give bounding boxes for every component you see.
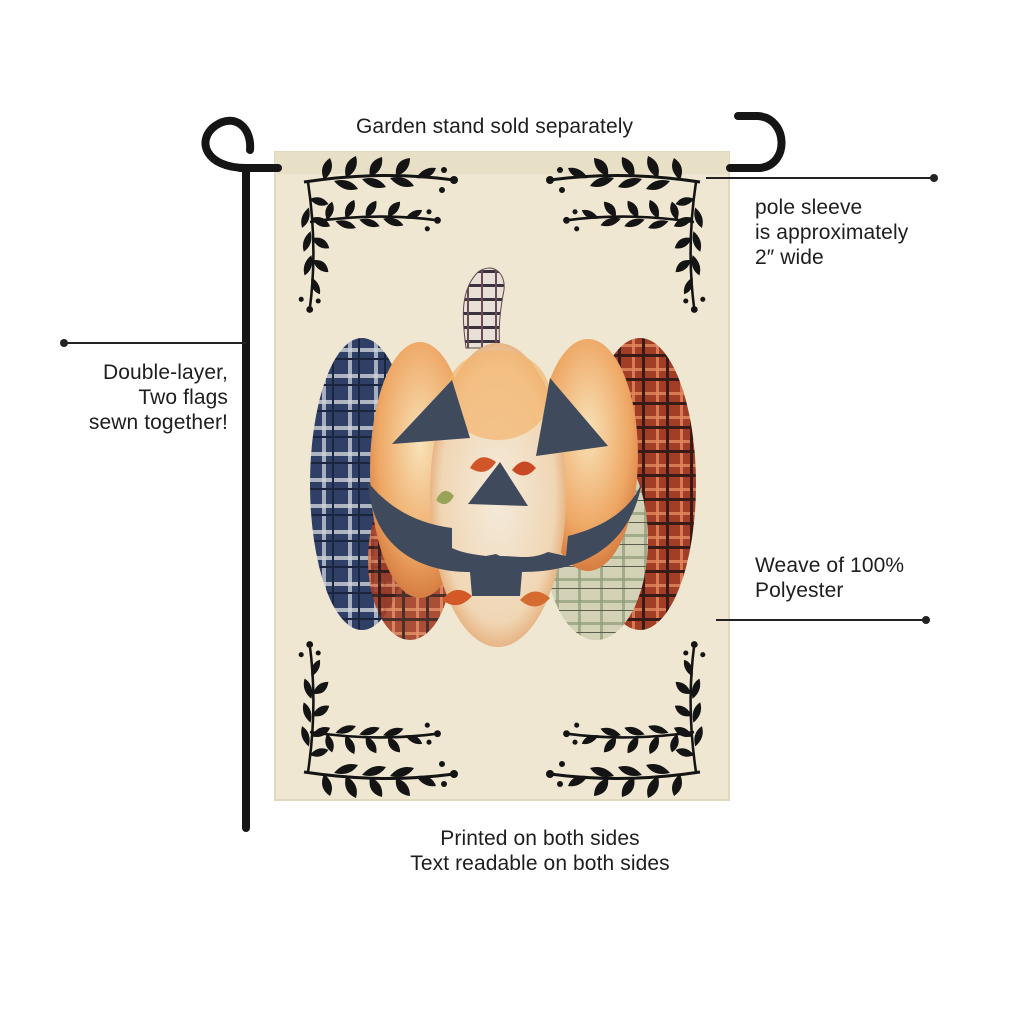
double-layer-line: Two flags — [138, 386, 228, 409]
jack-o-lantern-icon — [310, 267, 696, 647]
pole-sleeve-line: pole sleeve — [755, 196, 863, 219]
stand-note-label: Garden stand sold separately — [356, 114, 633, 139]
double-layer-line: sewn together! — [88, 411, 228, 434]
weave-line: Polyester — [755, 579, 844, 602]
garden-stand-icon — [201, 112, 786, 832]
double-layer-line: Double-layer, — [102, 361, 228, 384]
weave-label: Weave of 100% Polyester — [755, 553, 904, 603]
stand-note-text: Garden stand sold separately — [356, 115, 634, 138]
pole-sleeve-label: pole sleeve is approximately 2″ wide — [755, 195, 908, 270]
printing-label: Printed on both sides Text readable on b… — [340, 826, 740, 876]
printing-line: Printed on both sides — [440, 827, 640, 850]
printing-line: Text readable on both sides — [410, 852, 670, 875]
annotation-lines — [60, 174, 938, 624]
double-layer-label: Double-layer, Two flags sewn together! — [89, 360, 228, 435]
weave-line: Weave of 100% — [755, 554, 905, 577]
pole-sleeve-line: 2″ wide — [755, 246, 824, 269]
pole-sleeve-line: is approximately — [755, 221, 909, 244]
